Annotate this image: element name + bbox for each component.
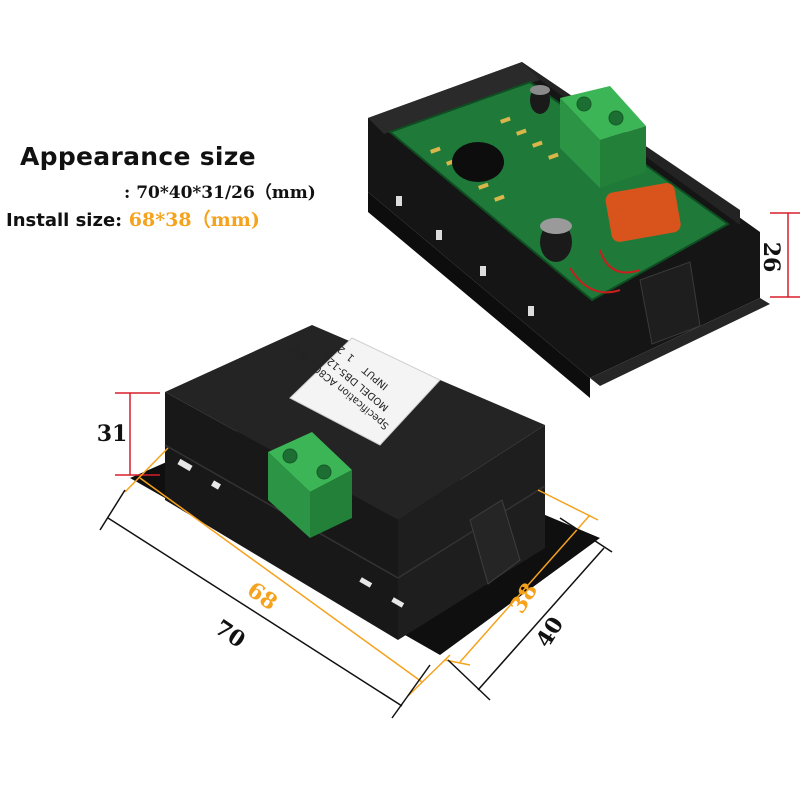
- depth-26-marker: [770, 212, 800, 298]
- outer-height-40-marker: [447, 517, 613, 701]
- rear-case-back-wall: [368, 62, 540, 134]
- outer-height-40-label: 40: [531, 612, 569, 652]
- rear-case-clip: [639, 261, 701, 345]
- rear-case-lip: [368, 192, 590, 398]
- appearance-size-title: Appearance size: [20, 142, 256, 171]
- front-case-clip: [469, 499, 521, 585]
- rear-view-module: [368, 62, 770, 398]
- pcb-board: [390, 82, 728, 300]
- front-case-side: [165, 392, 398, 640]
- depth-31-marker: [115, 392, 160, 476]
- front-case-slots: [177, 458, 405, 608]
- appearance-size-value: : 70*40*31/26（mm): [124, 183, 316, 203]
- rear-terminal-block: [560, 86, 646, 188]
- outer-width-70-marker: [99, 489, 431, 719]
- label-pin1: 1: [345, 351, 357, 364]
- label-pin2: 2: [336, 343, 348, 356]
- install-size-line: Install size: 68*38（mm): [6, 205, 260, 232]
- rear-case-slots: [396, 196, 534, 316]
- electrolytic-capacitor: [540, 218, 572, 262]
- small-capacitor: [530, 85, 550, 114]
- outer-width-70-label: 70: [210, 615, 250, 654]
- film-capacitor: [569, 183, 681, 294]
- chip-blob: [452, 142, 504, 182]
- install-size-colon: :: [115, 209, 129, 231]
- model-label-sticker: [289, 337, 441, 446]
- install-width-68-marker: [124, 447, 451, 697]
- depth-26-label: 26: [758, 242, 784, 273]
- install-width-68-label: 68: [242, 577, 282, 616]
- install-size-value: 68*38（mm): [128, 209, 260, 231]
- depth-31-label: 31: [97, 421, 128, 447]
- install-size-label: Install size: [6, 210, 116, 231]
- front-terminal-block: [268, 432, 352, 538]
- front-view-module: [130, 325, 600, 655]
